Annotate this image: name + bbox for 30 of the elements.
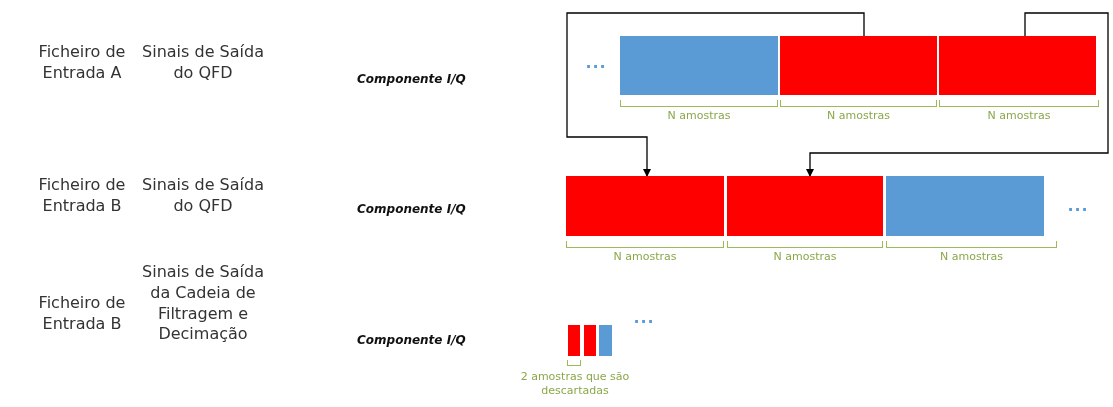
connector-arrow <box>806 12 1109 177</box>
colour-bar <box>584 325 596 356</box>
signal-label: Sinais de Saída do QFD <box>141 42 265 84</box>
node-label: N amostras <box>666 109 732 122</box>
colour-bar <box>568 325 580 356</box>
ellipsis: ··· <box>1066 200 1090 221</box>
connector-arrow <box>566 12 865 177</box>
note: 2 amostras que são descartadas <box>519 370 631 399</box>
source-label: Ficheiro de Entrada B <box>37 175 127 217</box>
colour-bar <box>780 36 937 95</box>
colour-bar <box>727 176 883 236</box>
component-label: Componente I/Q <box>357 72 467 88</box>
source-label: Ficheiro de Entrada B <box>37 293 127 335</box>
ellipsis: ··· <box>584 57 608 78</box>
source-label: Ficheiro de Entrada A <box>37 42 127 84</box>
component-label: Componente I/Q <box>357 202 467 218</box>
signal-label: Sinais de Saída do QFD <box>141 175 265 217</box>
ellipsis: ··· <box>632 312 656 333</box>
node-label: N amostras <box>986 109 1052 122</box>
colour-bar <box>939 36 1096 95</box>
colour-bar <box>886 176 1044 236</box>
node-label: N amostras <box>612 250 678 263</box>
signal-label: Sinais de Saída da Cadeia de Filtragem e Decimação <box>141 262 265 346</box>
node-label: N amostras <box>826 109 891 122</box>
node-label: N amostras <box>772 250 838 263</box>
colour-bar <box>566 176 724 236</box>
colour-bar <box>620 36 778 95</box>
colour-bar <box>599 325 612 356</box>
node-label: N amostras <box>939 250 1004 263</box>
component-label: Componente I/Q <box>357 333 467 349</box>
